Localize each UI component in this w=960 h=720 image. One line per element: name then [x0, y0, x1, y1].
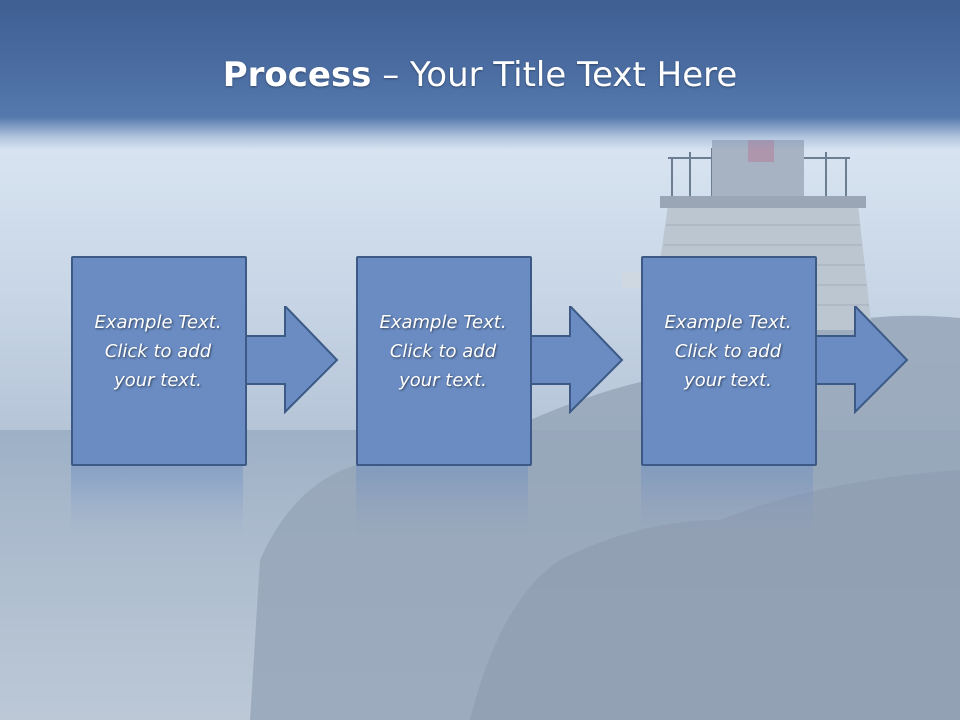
- step-reflection-1: [71, 466, 243, 536]
- step-text-line: Click to add: [104, 341, 212, 362]
- step-text-line: Example Text.: [379, 312, 507, 333]
- title-bold: Process: [222, 55, 372, 95]
- step-text-line: Example Text.: [664, 312, 792, 333]
- step-arrow-2: [516, 306, 624, 414]
- step-reflection-2: [356, 466, 528, 536]
- step-text-line: your text.: [399, 370, 487, 391]
- step-arrow-3: [801, 306, 909, 414]
- lighthouse-gallery: [660, 196, 866, 208]
- step-text-line: Example Text.: [94, 312, 222, 333]
- step-text-line: your text.: [684, 370, 772, 391]
- title-band: [0, 0, 960, 150]
- step-arrow-1: [231, 306, 339, 414]
- step-text-line: your text.: [114, 370, 202, 391]
- step-box-3[interactable]: [641, 256, 817, 466]
- slide-title[interactable]: Process – Your Title Text Here: [0, 52, 960, 98]
- step-text-3[interactable]: Example Text. Click to add your text.: [645, 308, 811, 395]
- process-step-1[interactable]: Example Text. Click to add your text.: [71, 256, 351, 476]
- step-box-1[interactable]: [71, 256, 247, 466]
- step-text-line: Click to add: [674, 341, 782, 362]
- process-step-3[interactable]: Example Text. Click to add your text.: [641, 256, 921, 476]
- title-rest: – Your Title Text Here: [371, 55, 738, 95]
- step-text-line: Click to add: [389, 341, 497, 362]
- step-box-2[interactable]: [356, 256, 532, 466]
- process-step-2[interactable]: Example Text. Click to add your text.: [356, 256, 636, 476]
- step-text-2[interactable]: Example Text. Click to add your text.: [360, 308, 526, 395]
- step-reflection-3: [641, 466, 813, 536]
- step-text-1[interactable]: Example Text. Click to add your text.: [75, 308, 241, 395]
- rocks-shadow-shape: [470, 470, 960, 720]
